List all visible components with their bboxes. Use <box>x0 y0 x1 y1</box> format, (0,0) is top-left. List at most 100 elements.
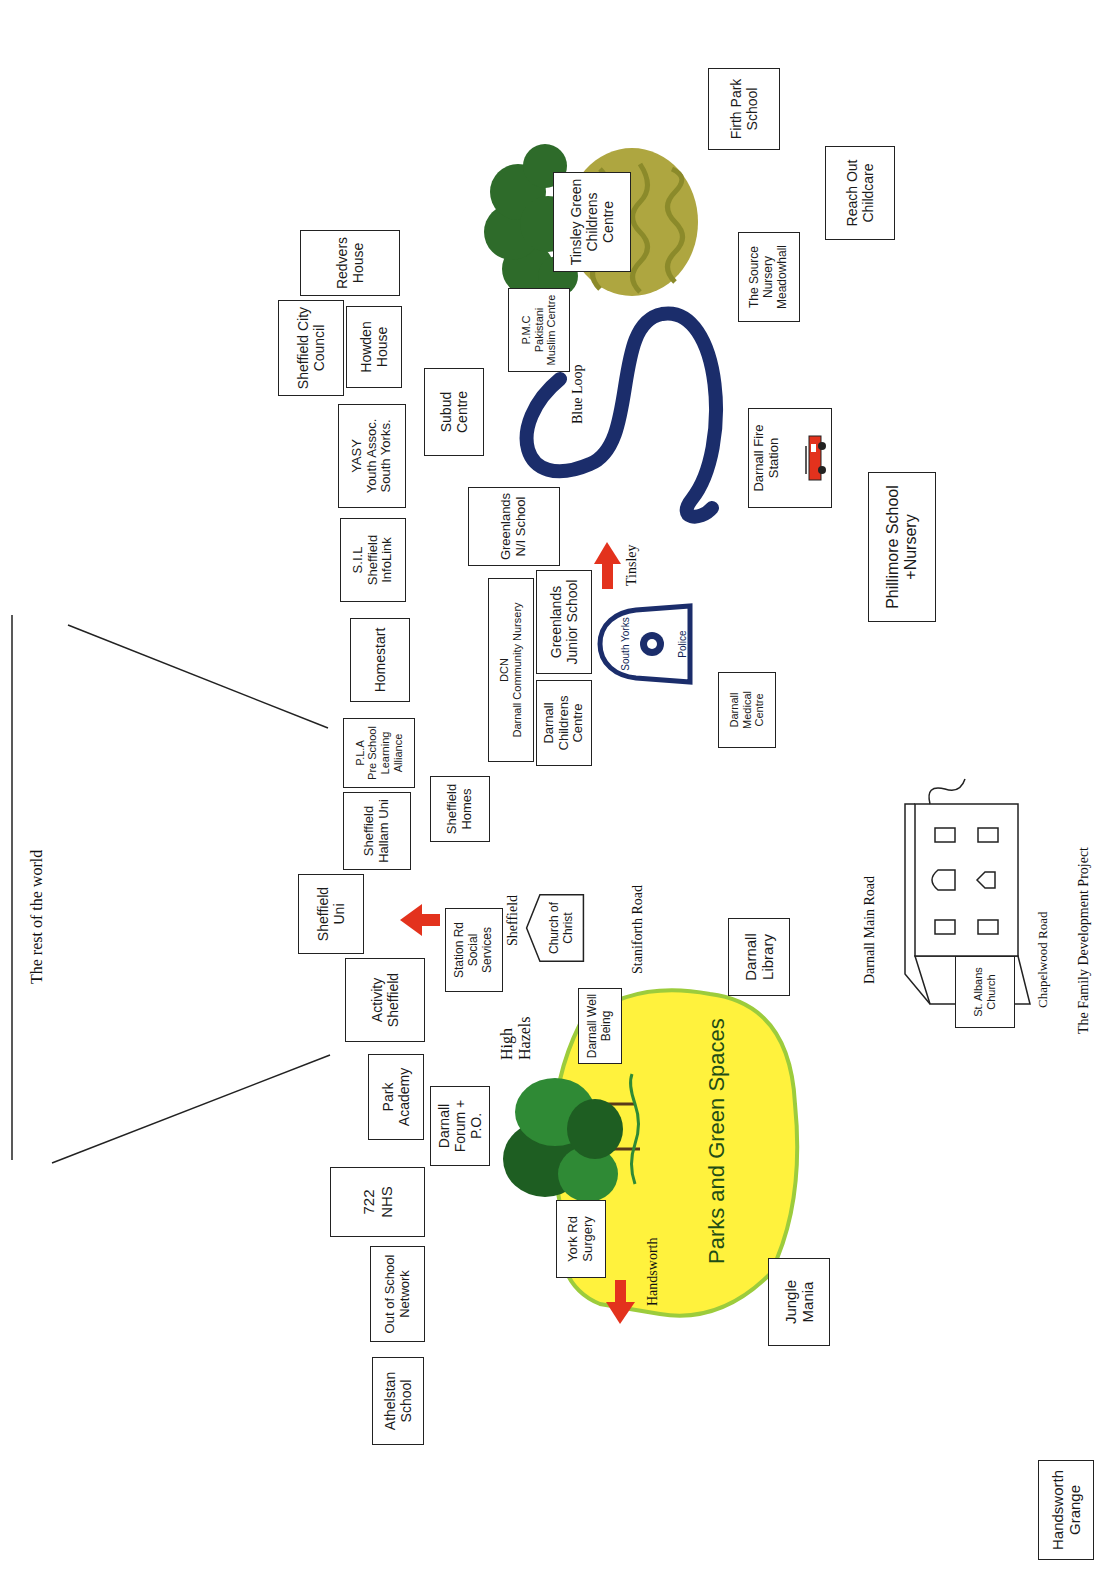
place-box: Out of School Network <box>370 1246 425 1342</box>
engine-wheel <box>818 466 826 474</box>
tinsley-green-space <box>484 144 698 296</box>
box-text: Station Rd Social Services <box>453 913 494 987</box>
box-text: Youth Assoc. South Yorks. <box>365 409 395 503</box>
place-box: Phillimore School+Nursery <box>868 472 936 622</box>
box-heading: P.M.C <box>520 315 533 344</box>
handsworth-arrow <box>606 1280 635 1324</box>
place-box: Reach Out Childcare <box>825 146 895 240</box>
box-text: Darnall Library <box>742 923 777 991</box>
box-text: Pakistani Muslim Centre <box>533 293 558 367</box>
place-label: Staniforth Road <box>630 885 646 974</box>
place-box: Firth Park School <box>708 68 780 150</box>
place-box: S.I.LSheffield InfoLink <box>340 518 406 602</box>
box-heading: S.I.L <box>351 547 366 574</box>
place-box: Darnall Library <box>728 918 790 996</box>
window <box>978 828 998 842</box>
grass-line <box>631 1074 639 1184</box>
place-box: Sheffield City Council <box>278 300 344 396</box>
box-text: Darnall Fire Station <box>752 413 782 503</box>
place-box: 722NHS <box>330 1167 425 1237</box>
box-text: Reach Out Childcare <box>844 151 876 235</box>
place-box: Greenlands N/I School <box>468 487 560 566</box>
tinsley-arrow <box>594 542 621 589</box>
church-outline <box>527 895 584 962</box>
box-text: Sheffield Uni <box>315 879 347 949</box>
engine-wheel <box>818 442 826 450</box>
tree-crown <box>567 1099 623 1159</box>
badge-shield <box>600 606 690 682</box>
window <box>978 920 998 934</box>
box-text: Parks and Green Spaces <box>705 979 729 1264</box>
box-text: Darnall Forum + P.O. <box>436 1091 484 1161</box>
box-heading: South Yorks <box>620 617 631 670</box>
box-text: Darnall Medical Centre <box>728 677 766 743</box>
arrow-head <box>400 904 422 936</box>
box-text: Firth Park School <box>728 73 760 145</box>
arrow-shaft <box>602 562 613 589</box>
badge-emblem <box>640 632 664 656</box>
place-box: York Rd Surgery <box>556 1200 606 1278</box>
place-box: Sheffield Hallam Uni <box>343 792 411 870</box>
box-text: Sheffield Homes <box>445 781 475 837</box>
place-label: The rest of the world <box>28 850 46 984</box>
place-box: P.L.APre School Learning Alliance <box>343 718 415 788</box>
trees <box>503 1074 640 1202</box>
place-label: High Hazels <box>498 1000 535 1060</box>
place-box: Park Academy <box>368 1054 424 1140</box>
box-text: Howden House <box>358 311 390 383</box>
box-text: Church of Christ <box>548 898 576 958</box>
box-text: Tinsley Green Childrens Centre <box>568 177 616 267</box>
box-text: Sheffield InfoLink <box>366 523 396 597</box>
box-text: Athelstan School <box>382 1362 414 1440</box>
place-label: Chapelwood Road <box>1036 912 1051 1008</box>
building-roof <box>905 804 930 1004</box>
place-box: Station Rd Social Services <box>445 908 503 992</box>
place-label: Handsworth <box>645 1238 661 1306</box>
church-box: Church of Christ <box>526 894 584 962</box>
sheffield-arrow <box>400 904 440 936</box>
place-box: P.M.CPakistani Muslim Centre <box>508 288 570 372</box>
place-box: Athelstan School <box>372 1357 424 1445</box>
box-text: Darnall Community Nursery <box>511 602 524 737</box>
arrow-head <box>606 1302 635 1324</box>
funnel-line <box>52 1055 330 1163</box>
box-text: Park Academy <box>380 1059 412 1135</box>
place-box: Jungle Mania <box>768 1258 830 1346</box>
box-text: Activity Sheffield <box>369 963 401 1037</box>
engine-body <box>809 436 821 480</box>
place-box: Sheffield Homes <box>430 776 490 842</box>
box-text: Handsworth Grange <box>1049 1465 1084 1555</box>
box-text: Greenlands N/I School <box>499 492 529 561</box>
place-box: Sheffield Uni <box>298 874 364 954</box>
place-box: Subud Centre <box>424 368 484 456</box>
box-text: Police <box>677 630 688 657</box>
funnel-line <box>11 615 13 1160</box>
box-text: The Source Nursery Meadowhall <box>748 237 789 317</box>
box-text: St. Albans Church <box>972 961 997 1023</box>
place-box: Tinsley Green Childrens Centre <box>553 172 631 272</box>
engine-ladder <box>805 446 807 474</box>
box-text: NHS <box>378 1186 395 1218</box>
badge-emblem <box>647 639 657 649</box>
window <box>935 828 955 842</box>
park-outline <box>553 990 797 1315</box>
window <box>935 920 955 934</box>
box-text: Pre School Learning Alliance <box>366 723 404 783</box>
place-box: Darnall Childrens Centre <box>536 680 592 766</box>
place-label: Blue Loop <box>570 365 586 425</box>
box-text: Jungle Mania <box>782 1263 817 1341</box>
place-box: Darnall Medical Centre <box>718 672 776 748</box>
engine-window <box>811 444 816 452</box>
box-text: Darnall Well Being <box>586 993 614 1059</box>
window <box>932 870 955 890</box>
place-box: Homestart <box>350 618 410 702</box>
place-box: Darnall Well Being <box>578 988 622 1064</box>
arrow-head <box>594 542 621 564</box>
caption: The Family Development Project <box>1076 847 1092 1034</box>
building-curl <box>929 779 965 804</box>
fire-engine-icon <box>803 434 827 482</box>
place-box: Handsworth Grange <box>1038 1460 1094 1560</box>
arrow-shaft <box>615 1280 626 1304</box>
place-box: DCNDarnall Community Nursery <box>488 578 534 762</box>
